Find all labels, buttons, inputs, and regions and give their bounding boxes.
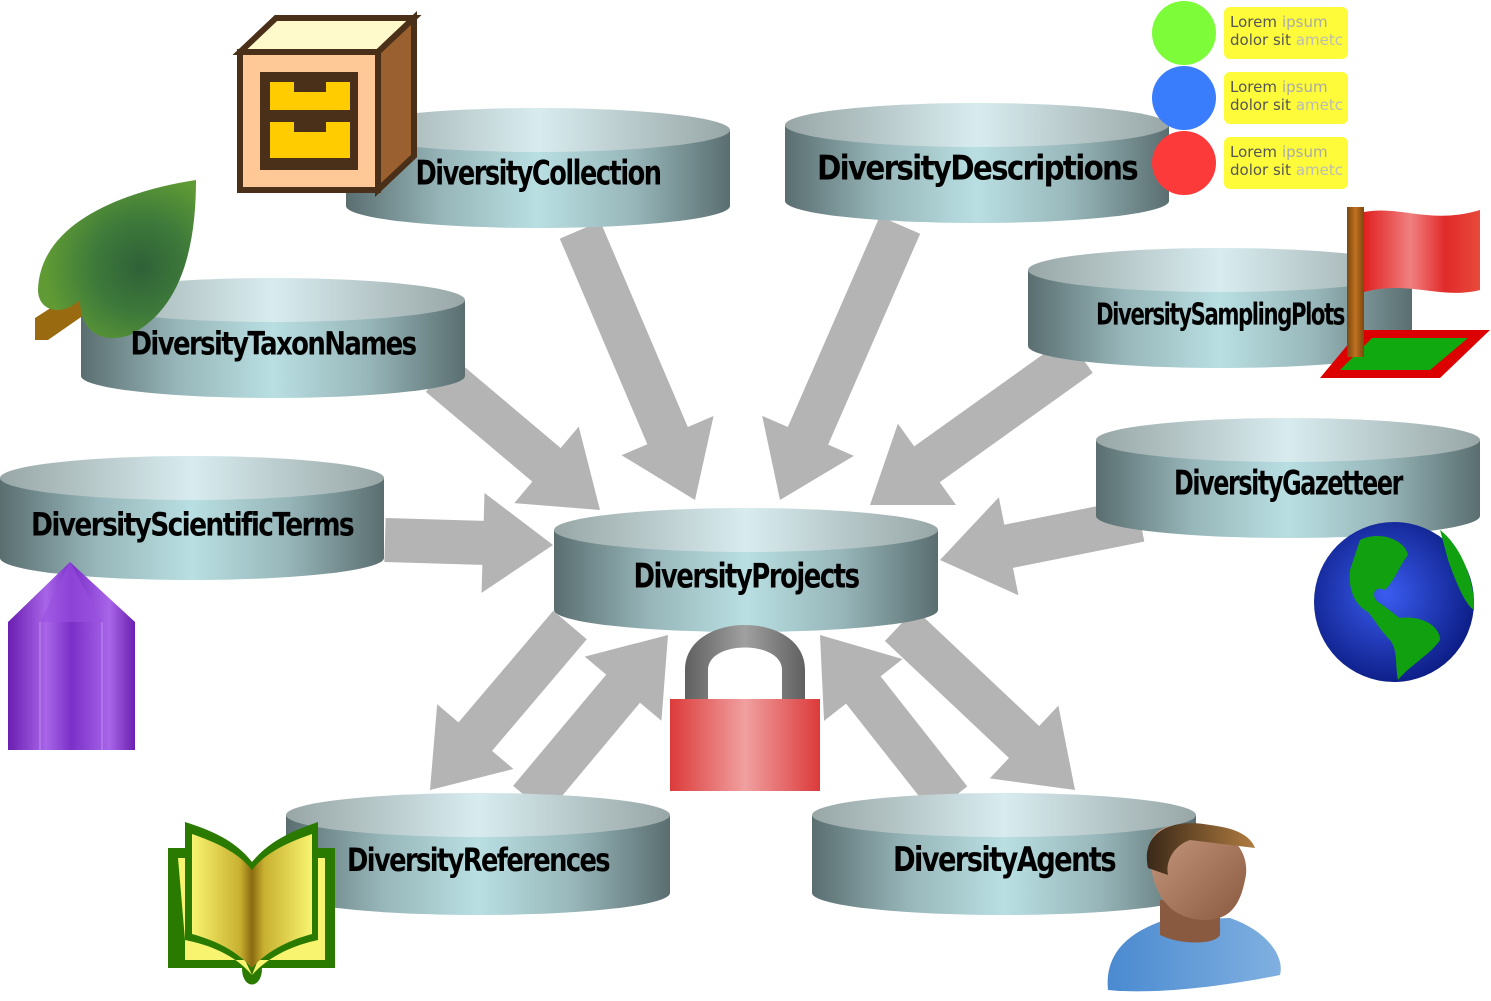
legend-text: Lorem [1230,13,1277,31]
flag-on-plot-icon [1320,207,1490,378]
database-cylinder-scientificterms[interactable] [0,456,384,580]
legend-text: dolor sit [1230,96,1291,114]
arrow-agents-to-hub [820,635,968,814]
cylinders-layer [0,103,1480,915]
hub-database-cylinder[interactable] [554,508,938,632]
arrow-samplingplots-to-hub [870,337,1093,505]
hub-label: DiversityProjects [634,557,860,597]
arrow-descriptions-to-hub [762,216,921,500]
padlock-icon [670,625,820,791]
database-cylinder-collection[interactable] [346,108,730,228]
legend-text: ametc [1296,161,1343,179]
globe-icon [1314,522,1475,682]
legend-text: ametc [1296,31,1343,49]
database-cylinder-descriptions[interactable] [785,103,1169,223]
arrow-gazetteer-to-hub [940,497,1145,596]
module-label-references: DiversityReferences [347,841,610,879]
legend-text-box [1224,137,1348,189]
open-book-icon [168,822,335,985]
legend-color-dot [1152,131,1216,195]
crystal-icon [8,562,135,750]
legend-text: dolor sit [1230,31,1291,49]
arrow-collection-to-hub [559,221,714,500]
person-icon [1107,823,1281,992]
legend-text: ametc [1296,96,1343,114]
legend-text: ipsum [1282,143,1328,161]
legend-text: dolor sit [1230,161,1291,179]
database-cylinder-gazetteer[interactable] [1096,418,1480,538]
database-cylinder-samplingplots[interactable] [1028,248,1412,368]
legend-text: ipsum [1282,78,1328,96]
database-cylinder-taxonnames[interactable] [81,278,465,398]
arrow-taxonnames-to-hub [425,358,600,510]
legend-text: Lorem [1230,78,1277,96]
module-label-agents: DiversityAgents [893,840,1116,880]
database-cylinder-agents[interactable] [812,793,1196,915]
module-label-samplingplots: DiversitySamplingPlots [1096,298,1345,333]
arrow-hub-to-references [430,610,587,790]
database-cylinder-references[interactable] [286,793,670,915]
module-label-collection: DiversityCollection [416,154,661,194]
legend-color-dot [1152,1,1216,65]
legend-color-dot [1152,66,1216,130]
module-label-descriptions: DiversityDescriptions [817,149,1138,189]
arrow-scientificterms-to-hub [384,492,553,593]
drawer-cabinet-icon [232,11,422,197]
legend-text: ipsum [1282,13,1328,31]
leaf-icon [35,180,196,340]
module-label-gazetteer: DiversityGazetteer [1174,464,1404,504]
arrow-references-to-hub [513,635,668,815]
legend-text: Lorem [1230,143,1277,161]
module-label-taxonnames: DiversityTaxonNames [131,325,417,363]
arrows-layer [384,216,1145,815]
legend-text-box [1224,72,1348,124]
arrow-hub-to-agents [884,608,1075,790]
legend-text-box [1224,7,1348,59]
module-label-scientificterms: DiversityScientificTerms [31,506,354,544]
